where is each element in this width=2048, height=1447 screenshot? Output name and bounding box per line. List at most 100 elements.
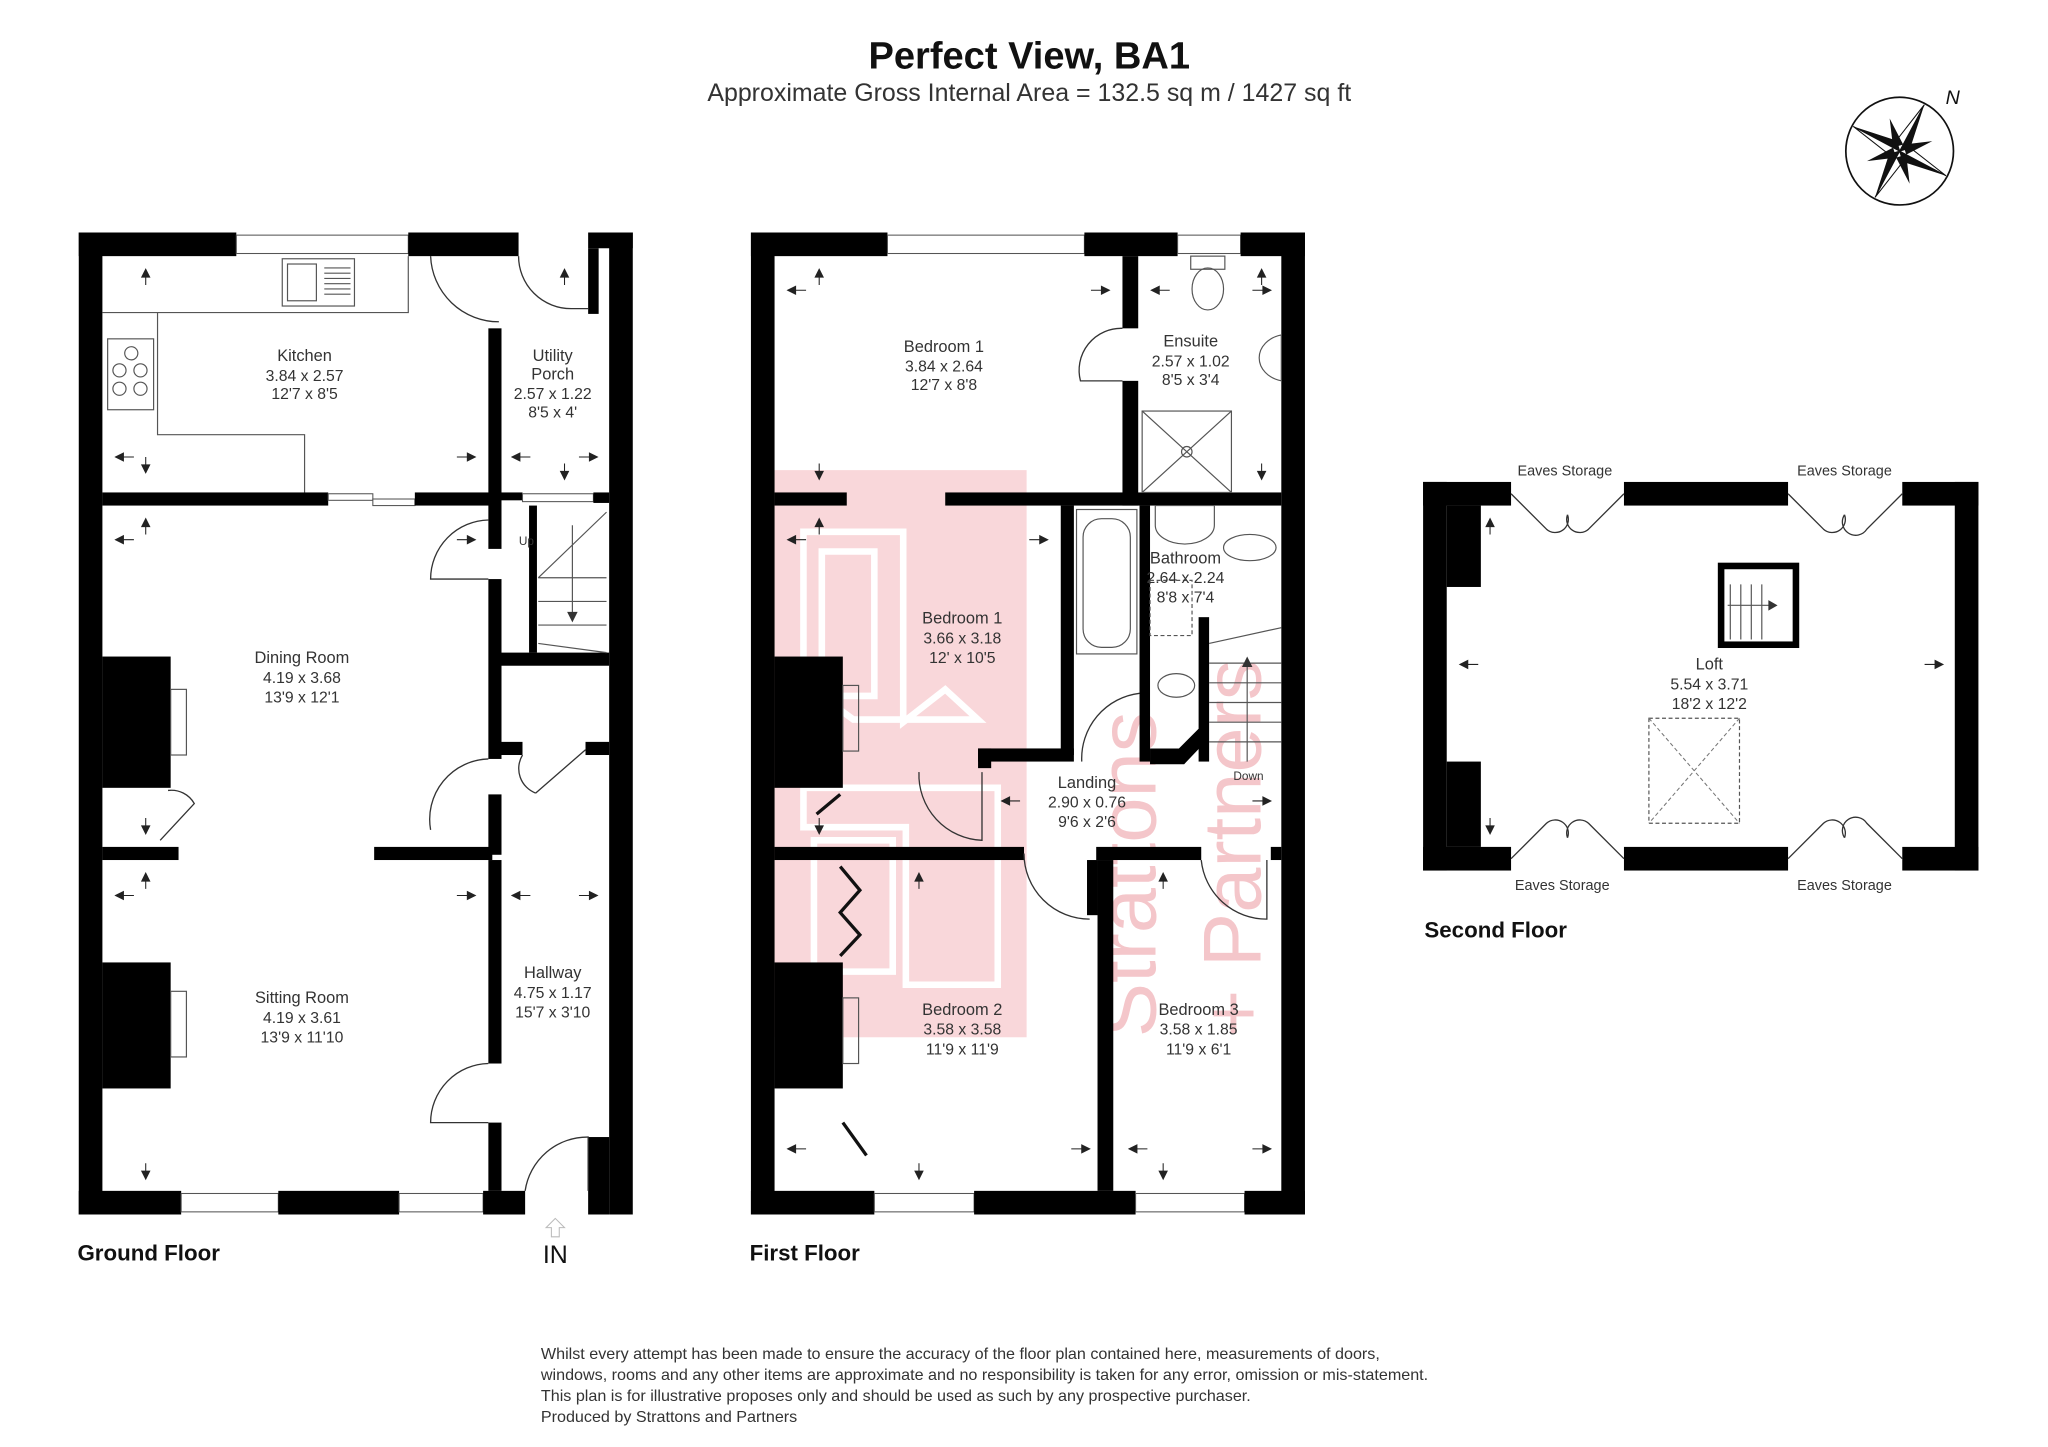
svg-text:Bedroom 3: Bedroom 3 [1158,1001,1238,1019]
svg-text:12' x 10'5: 12' x 10'5 [929,650,996,667]
svg-text:2.57 x 1.02: 2.57 x 1.02 [1152,353,1230,370]
svg-text:8'8 x 7'4: 8'8 x 7'4 [1157,590,1215,607]
svg-text:13'9 x 11'10: 13'9 x 11'10 [261,1030,344,1047]
measurement-arrow-icon [814,818,824,835]
stairs-down-label: Down [1233,769,1263,783]
window [1135,1192,1246,1213]
measurement-arrow-icon [456,534,477,545]
room-kitchen: Kitchen 3.84 x 2.57 12'7 x 8'5 [266,347,344,403]
svg-text:Produced by Strattons and Part: Produced by Strattons and Partners [541,1408,797,1426]
dining-door[interactable] [429,519,489,580]
bedroom3-door[interactable] [1200,859,1268,920]
eaves-storage-label: Eaves Storage [1515,878,1610,894]
room-bedroom-1-rear: Bedroom 1 3.66 x 3.18 12' x 10'5 [922,610,1002,667]
measurement-arrow-icon [1252,796,1272,806]
eaves-storage-label: Eaves Storage [1518,463,1613,479]
ensuite-door[interactable] [1078,327,1123,382]
measurement-arrow-icon [914,871,924,889]
measurement-arrow-icon [1256,463,1267,481]
measurement-arrow-icon [578,452,599,462]
measurement-arrow-icon [1458,659,1479,670]
bedroom1-door[interactable] [918,772,983,842]
kitchen-door[interactable] [429,256,499,323]
svg-text:3.58 x 1.85: 3.58 x 1.85 [1160,1022,1238,1039]
back-door[interactable] [517,256,589,310]
bath-icon [1075,508,1138,655]
svg-text:Porch: Porch [531,366,574,384]
second-floor-plan: Eaves Storage Eaves Storage Eaves Storag… [1423,463,1979,942]
room-landing: Landing 2.90 x 0.76 9'6 x 2'6 [1048,774,1126,831]
plan-title: Perfect View, BA1 [868,35,1190,77]
svg-text:3.84 x 2.64: 3.84 x 2.64 [905,359,983,376]
entrance-door[interactable] [524,1136,589,1191]
svg-text:13'9 x 12'1: 13'9 x 12'1 [264,689,339,706]
eaves-doors[interactable] [1510,493,1903,860]
window [1177,234,1242,255]
svg-text:Utility: Utility [533,347,574,365]
entrance-arrow-icon [544,1217,566,1238]
measurement-arrow-icon [1029,534,1049,545]
staircase[interactable] [1717,562,1800,649]
measurement-arrow-icon [1256,268,1267,286]
cupboard-door[interactable] [518,749,586,794]
measurement-arrow-icon [456,452,477,462]
dining-hall-door[interactable] [429,758,489,830]
plan-subtitle: Approximate Gross Internal Area = 132.5 … [707,79,1351,107]
measurement-arrow-icon [1150,285,1170,296]
measurement-arrow-icon [140,517,151,535]
measurement-arrow-icon [510,452,531,462]
toilet-icon [1222,533,1277,562]
staircase[interactable]: Up [519,511,607,654]
eaves-storage-label: Eaves Storage [1797,878,1892,894]
compass-north-label: N [1946,87,1961,109]
first-floor-label: First Floor [750,1240,861,1265]
measurement-arrow-icon [814,463,824,481]
svg-text:Hallway: Hallway [524,964,582,982]
svg-text:11'9 x 6'1: 11'9 x 6'1 [1166,1041,1231,1058]
wardrobe-doors[interactable] [815,793,868,1157]
svg-text:Whilst every attempt has been: Whilst every attempt has been made to en… [541,1345,1380,1363]
measurement-arrow-icon [114,534,134,545]
svg-text:Sitting Room: Sitting Room [255,989,349,1007]
svg-text:Bedroom 1: Bedroom 1 [922,610,1002,628]
measurement-arrow-icon [1252,285,1272,296]
staircase[interactable]: Down [1208,627,1282,783]
window [235,234,409,255]
svg-text:Bedroom 1: Bedroom 1 [904,338,984,356]
svg-text:9'6 x 2'6: 9'6 x 2'6 [1058,814,1116,831]
svg-text:15'7 x 3'10: 15'7 x 3'10 [515,1005,590,1022]
svg-text:Kitchen: Kitchen [277,347,332,365]
kitchen-worktop [102,256,409,493]
shower-icon [1141,410,1233,494]
svg-text:8'5 x 4': 8'5 x 4' [528,405,577,422]
measurement-arrow-icon [786,285,807,296]
entrance-label: IN [543,1241,568,1269]
svg-text:Loft: Loft [1696,656,1724,674]
measurement-arrow-icon [1000,796,1021,806]
basin-icon [1258,334,1282,382]
stairs-up-label: Up [519,534,535,548]
svg-text:11'9 x 11'9: 11'9 x 11'9 [926,1041,999,1058]
measurement-arrow-icon [786,534,807,545]
disclaimer: Whilst every attempt has been made to en… [540,1345,1428,1426]
measurement-arrow-icon [510,890,531,901]
cupboard-door[interactable] [159,789,196,841]
svg-text:12'7 x 8'8: 12'7 x 8'8 [911,377,978,394]
svg-text:Dining Room: Dining Room [255,649,350,667]
measurement-arrow-icon [559,268,570,286]
room-bedroom-1-front: Bedroom 1 3.84 x 2.64 12'7 x 8'8 [904,338,984,394]
bidet-icon [1157,673,1196,698]
svg-text:Bedroom 2: Bedroom 2 [922,1001,1002,1019]
landing-door[interactable] [1023,692,1140,920]
sitting-door[interactable] [429,1062,489,1124]
window [398,1192,484,1213]
eaves-storage-label: Eaves Storage [1797,463,1892,479]
sink-icon [281,258,356,307]
svg-text:8'5 x 3'4: 8'5 x 3'4 [1162,372,1220,389]
measurement-arrow-icon [1485,517,1495,535]
svg-text:3.84 x 2.57: 3.84 x 2.57 [266,368,344,385]
measurement-arrow-icon [814,517,824,535]
measurement-arrow-icon [456,890,477,901]
measurement-arrow-icon [140,818,151,835]
